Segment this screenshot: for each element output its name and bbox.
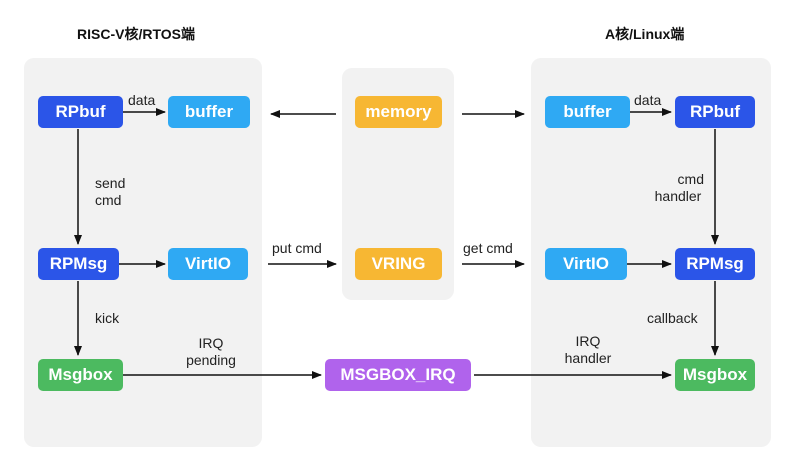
right-msgbox-node: Msgbox (675, 359, 755, 391)
left-virtio-node: VirtIO (168, 248, 248, 280)
left-rpmsg-node: RPMsg (38, 248, 119, 280)
right-buffer-node: buffer (545, 96, 630, 128)
left-data-label: data (128, 92, 156, 108)
right-data-label: data (634, 92, 662, 108)
put-cmd-label: put cmd (272, 240, 322, 256)
callback-label: callback (647, 310, 698, 326)
left-buffer-node: buffer (168, 96, 250, 128)
irq-pending-line-1: IRQ (198, 335, 224, 351)
irq-handler-label: IRQ handler (553, 333, 623, 367)
kick-label: kick (95, 310, 120, 326)
left-msgbox-node: Msgbox (38, 359, 123, 391)
right-rpmsg-node: RPMsg (675, 248, 755, 280)
irq-handler-line-2: handler (564, 350, 612, 366)
msgbox-irq-node: MSGBOX_IRQ (325, 359, 471, 391)
cmd-handler-line-2: handler (654, 188, 702, 204)
left-side-title: RISC-V核/RTOS端 (77, 26, 195, 42)
get-cmd-label: get cmd (463, 240, 513, 256)
send-cmd-line-2: cmd (95, 192, 122, 208)
memory-node: memory (355, 96, 442, 128)
irq-pending-line-2: pending (186, 352, 236, 368)
right-virtio-node: VirtIO (545, 248, 627, 280)
cmd-handler-line-1: cmd (677, 171, 704, 187)
vring-node: VRING (355, 248, 442, 280)
left-rpbuf-node: RPbuf (38, 96, 123, 128)
irq-pending-label: IRQ pending (176, 335, 246, 369)
irq-handler-line-1: IRQ (575, 333, 601, 349)
right-rpbuf-node: RPbuf (675, 96, 755, 128)
send-cmd-label: send cmd (95, 175, 125, 209)
send-cmd-line-1: send (95, 175, 126, 191)
cmd-handler-label: cmd handler (648, 171, 708, 205)
right-side-title: A核/Linux端 (605, 26, 685, 42)
